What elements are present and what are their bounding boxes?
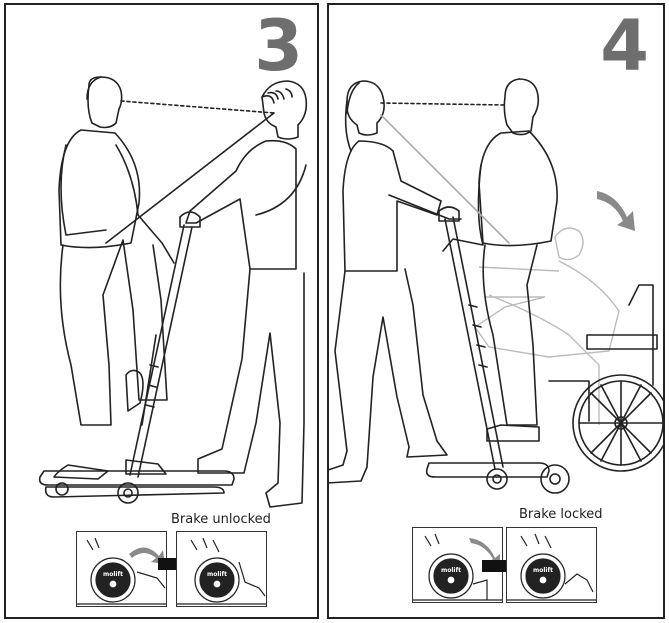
base-wheel xyxy=(117,482,139,504)
step-3-illustration xyxy=(38,76,308,508)
carer-head xyxy=(261,80,308,140)
patient-legs xyxy=(59,239,168,426)
brake-detail-before: molift xyxy=(76,531,167,607)
lift-base xyxy=(425,462,550,478)
lift-base xyxy=(38,470,235,486)
step-3-panel: 3 xyxy=(4,3,319,619)
patient-feet xyxy=(53,459,167,480)
patient-legs xyxy=(482,244,538,426)
inset-logo: molift xyxy=(103,571,123,578)
down-right-arrow-icon xyxy=(597,191,635,231)
patient-arm xyxy=(115,144,175,264)
patient-head xyxy=(503,78,540,136)
carer-head xyxy=(345,80,385,136)
lift-mast xyxy=(444,216,504,470)
carer-torso xyxy=(342,140,442,272)
inset-logo: molift xyxy=(441,567,461,574)
carer-torso xyxy=(185,139,297,270)
ghost-seated-patient xyxy=(474,227,620,425)
brake-detail-after: molift xyxy=(506,527,597,603)
wheelchair-wheel xyxy=(572,374,663,472)
inset-logo: molift xyxy=(533,567,553,574)
patient-torso xyxy=(58,129,141,249)
curved-arrow-icon xyxy=(129,547,165,564)
inset-logo: molift xyxy=(207,571,227,578)
step-4-illustration xyxy=(329,78,663,494)
brake-caption: Brake locked xyxy=(519,507,603,522)
lift-mast xyxy=(129,224,193,478)
carer-legs xyxy=(197,268,305,508)
patient-head xyxy=(87,76,123,129)
brake-detail-after: molift xyxy=(176,531,267,607)
patient-torso xyxy=(478,130,558,247)
step-number: 3 xyxy=(254,5,303,87)
brake-caption: Brake unlocked xyxy=(171,512,271,527)
step-4-panel: 4 xyxy=(327,3,665,619)
step-number: 4 xyxy=(600,5,649,87)
base-wheel xyxy=(486,468,508,490)
carer-legs xyxy=(329,268,448,484)
